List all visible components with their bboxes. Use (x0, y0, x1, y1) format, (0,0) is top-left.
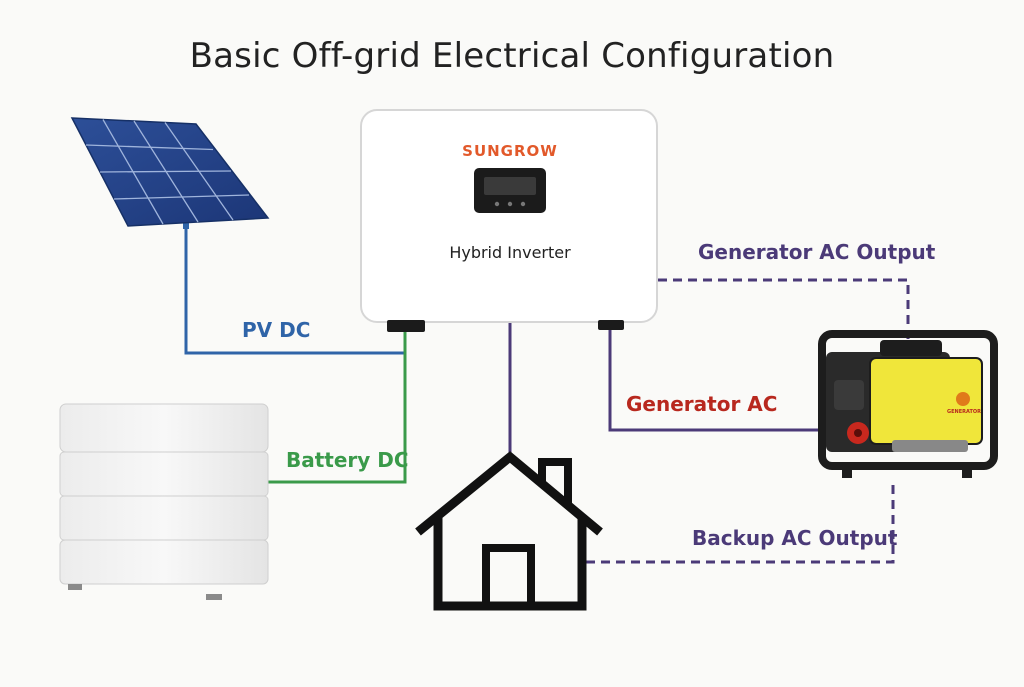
pv-dc-label: PV DC (242, 318, 311, 342)
generator-badge: GENERATOR (947, 409, 981, 415)
battery-dc-label: Battery DC (286, 448, 409, 472)
inverter-ac-terminal (598, 320, 624, 330)
inverter-label: Hybrid Inverter (449, 243, 571, 262)
backup-ac-output-label: Backup AC Output (692, 526, 898, 550)
battery-stack (59, 403, 269, 600)
battery-dc-wire (268, 330, 407, 484)
generator-ac-label: Generator AC (626, 392, 778, 416)
inverter-brand-logo: SUNGROW (462, 142, 558, 160)
house-icon (415, 451, 603, 611)
hybrid-inverter (360, 109, 658, 332)
generator-ac-wire (608, 330, 826, 432)
page-title: Basic Off-grid Electrical Configuration (189, 36, 835, 76)
generator-ac-output-line (658, 278, 910, 348)
backup-ac-output-line (586, 482, 895, 564)
inverter-dc-terminal (387, 320, 425, 332)
generator-ac-output-label: Generator AC Output (698, 240, 936, 264)
generator (818, 330, 998, 478)
solar-panel (70, 117, 270, 229)
